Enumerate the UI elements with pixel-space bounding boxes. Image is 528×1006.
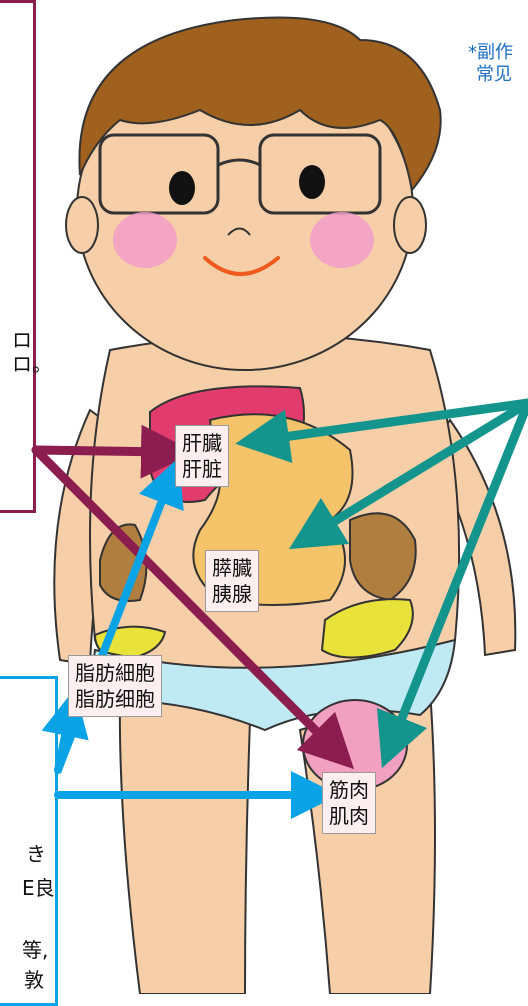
arrow-to-liver-teal bbox=[235, 398, 528, 464]
kidney-shape bbox=[349, 512, 417, 602]
nose bbox=[227, 227, 251, 236]
maroon-arrows bbox=[31, 424, 355, 770]
top-right-note-line-1: *副作 bbox=[468, 42, 513, 63]
mouth bbox=[203, 256, 280, 276]
pancreas-label-jp: 膵臓 bbox=[212, 556, 252, 580]
left-eye bbox=[169, 171, 195, 205]
right-eye bbox=[299, 165, 325, 199]
right-ear bbox=[393, 196, 427, 254]
liver-label-cn: 肝脏 bbox=[182, 457, 222, 481]
pancreas-label-cn: 胰腺 bbox=[212, 582, 252, 606]
teal-arrows bbox=[235, 398, 528, 769]
bottom-panel-fragment-1: き bbox=[26, 842, 46, 866]
left-leg bbox=[118, 688, 252, 994]
fat-cluster-right bbox=[320, 598, 414, 659]
top-right-note: *副作 常见 bbox=[468, 42, 513, 86]
arrow-to-muscle-teal bbox=[376, 398, 528, 769]
liver-label: 肝臓 肝脏 bbox=[175, 425, 229, 487]
arrow-to-muscle-maroon bbox=[31, 445, 355, 770]
fat-cell-label-jp: 脂肪細胞 bbox=[75, 661, 155, 685]
arrow-to-liver-maroon bbox=[31, 424, 195, 479]
blue-arrows bbox=[41, 457, 339, 819]
pancreas-label: 膵臓 胰腺 bbox=[205, 550, 259, 612]
liver-label-jp: 肝臓 bbox=[182, 431, 222, 455]
left-panel-fragment-2: ロ。 bbox=[12, 352, 52, 376]
muscle-label: 筋肉 肌肉 bbox=[322, 772, 376, 834]
bottom-panel-fragment-4: 敦 bbox=[24, 968, 44, 992]
bottom-panel-fragment-3: 等, bbox=[22, 938, 49, 962]
left-ear bbox=[65, 196, 99, 254]
arrow-to-pancreas-teal bbox=[288, 398, 528, 550]
arrow-to-fat-blue bbox=[41, 688, 89, 774]
right-cheek bbox=[310, 212, 374, 268]
left-panel-fragment-1: ロ bbox=[12, 328, 32, 352]
glasses bbox=[98, 133, 382, 215]
fat-cell-label-cn: 脂肪细胞 bbox=[75, 687, 155, 711]
fat-cell-label: 脂肪細胞 脂肪细胞 bbox=[68, 655, 162, 717]
muscle-label-jp: 筋肉 bbox=[329, 778, 369, 802]
hair bbox=[78, 16, 442, 193]
bottom-panel-fragment-2: E良 bbox=[22, 876, 55, 900]
muscle-label-cn: 肌肉 bbox=[329, 804, 369, 828]
top-right-note-line-2: 常见 bbox=[476, 64, 512, 85]
left-text-panel-frame bbox=[0, 0, 36, 513]
left-cheek bbox=[113, 212, 177, 268]
